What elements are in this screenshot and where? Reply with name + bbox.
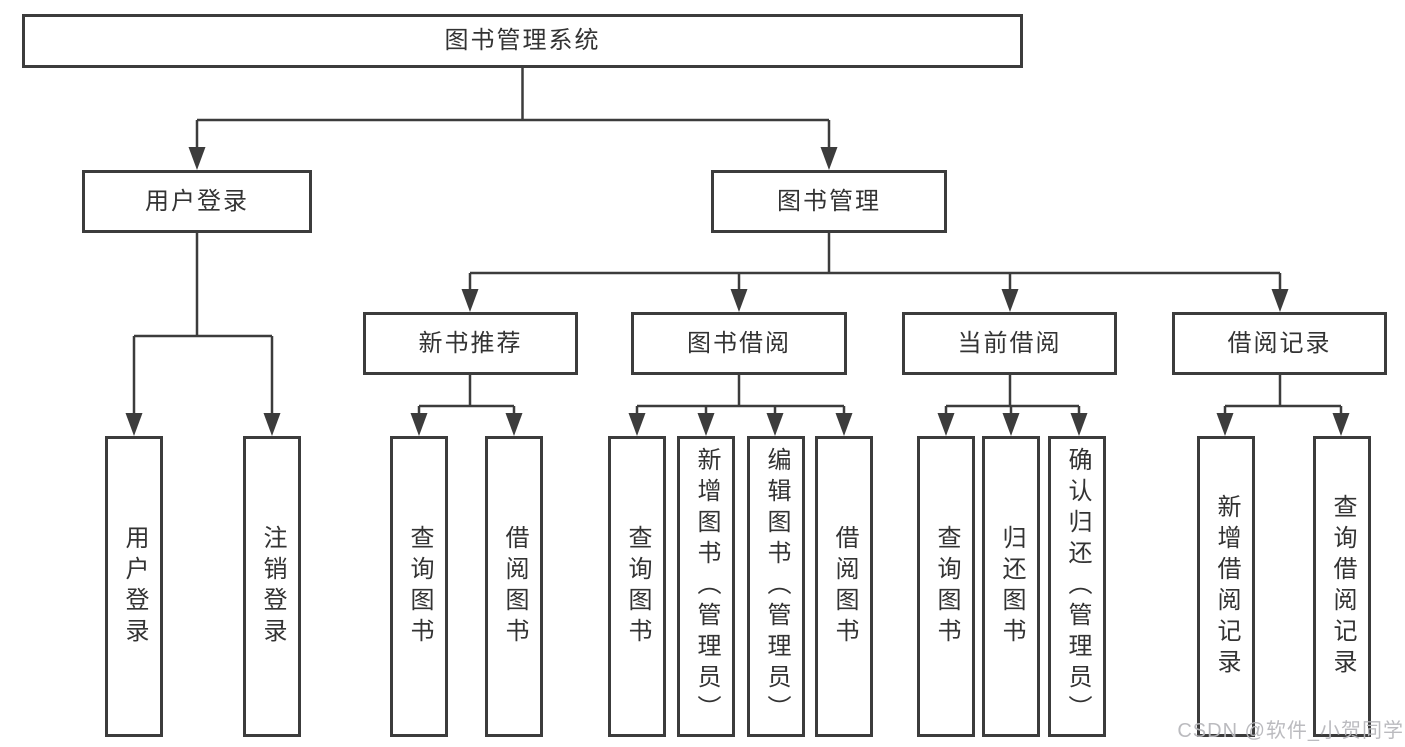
leaf-add-borrow-record: 新增借阅记录 (1197, 436, 1255, 737)
node-root-system: 图书管理系统 (22, 14, 1023, 68)
leaf-add-borrow-record-label: 新增借阅记录 (1213, 493, 1240, 680)
leaf-logout: 注销登录 (243, 436, 301, 737)
node-book-management: 图书管理 (711, 170, 947, 233)
leaf-edit-books-admin: 编辑图书（管理员） (747, 436, 805, 737)
leaf-query-borrow-record-label: 查询借阅记录 (1329, 493, 1356, 680)
leaf-query-books-1: 查询图书 (390, 436, 448, 737)
leaf-return-books-label: 归还图书 (998, 524, 1025, 649)
leaf-borrow-books-2: 借阅图书 (815, 436, 873, 737)
node-book-borrow: 图书借阅 (631, 312, 847, 375)
edge-newbook-split (417, 375, 516, 416)
leaf-query-books-1-label: 查询图书 (406, 524, 433, 649)
node-borrow-records-label: 借阅记录 (1227, 329, 1332, 357)
edge-login-split (132, 233, 274, 416)
edge-borrow-split (635, 375, 846, 416)
leaf-logout-label: 注销登录 (259, 524, 286, 649)
leaf-query-books-2-label: 查询图书 (624, 524, 651, 649)
leaf-query-books-3: 查询图书 (917, 436, 975, 737)
leaf-query-books-2: 查询图书 (608, 436, 666, 737)
leaf-borrow-books-1-label: 借阅图书 (501, 524, 528, 649)
node-user-login: 用户登录 (82, 170, 312, 233)
leaf-add-books-admin: 新增图书（管理员） (677, 436, 735, 737)
leaf-edit-books-admin-label: 编辑图书（管理员） (763, 447, 790, 726)
leaf-query-borrow-record: 查询借阅记录 (1313, 436, 1371, 737)
edge-current-split (944, 375, 1081, 416)
leaf-user-login-label: 用户登录 (121, 524, 148, 649)
arrowheads (125, 147, 1350, 436)
node-current-borrow: 当前借阅 (902, 312, 1117, 375)
node-book-management-label: 图书管理 (777, 187, 881, 215)
connector-edges (132, 68, 1343, 416)
edge-records-split (1223, 375, 1343, 416)
leaf-borrow-books-2-label: 借阅图书 (831, 524, 858, 649)
node-borrow-records: 借阅记录 (1172, 312, 1387, 375)
node-current-borrow-label: 当前借阅 (957, 329, 1062, 357)
node-new-book-recommend: 新书推荐 (363, 312, 578, 375)
node-root-label: 图书管理系统 (444, 27, 601, 54)
leaf-confirm-return-admin-label: 确认归还（管理员） (1064, 447, 1091, 726)
leaf-add-books-admin-label: 新增图书（管理员） (693, 447, 720, 726)
edge-bookmgmt-split (468, 233, 1282, 292)
leaf-return-books: 归还图书 (982, 436, 1040, 737)
node-user-login-label: 用户登录 (145, 187, 249, 215)
leaf-borrow-books-1: 借阅图书 (485, 436, 543, 737)
edge-root-split (195, 68, 831, 150)
node-new-book-recommend-label: 新书推荐 (418, 329, 523, 357)
leaf-user-login: 用户登录 (105, 436, 163, 737)
node-book-borrow-label: 图书借阅 (687, 329, 791, 357)
leaf-confirm-return-admin: 确认归还（管理员） (1048, 436, 1106, 737)
leaf-query-books-3-label: 查询图书 (933, 524, 960, 649)
